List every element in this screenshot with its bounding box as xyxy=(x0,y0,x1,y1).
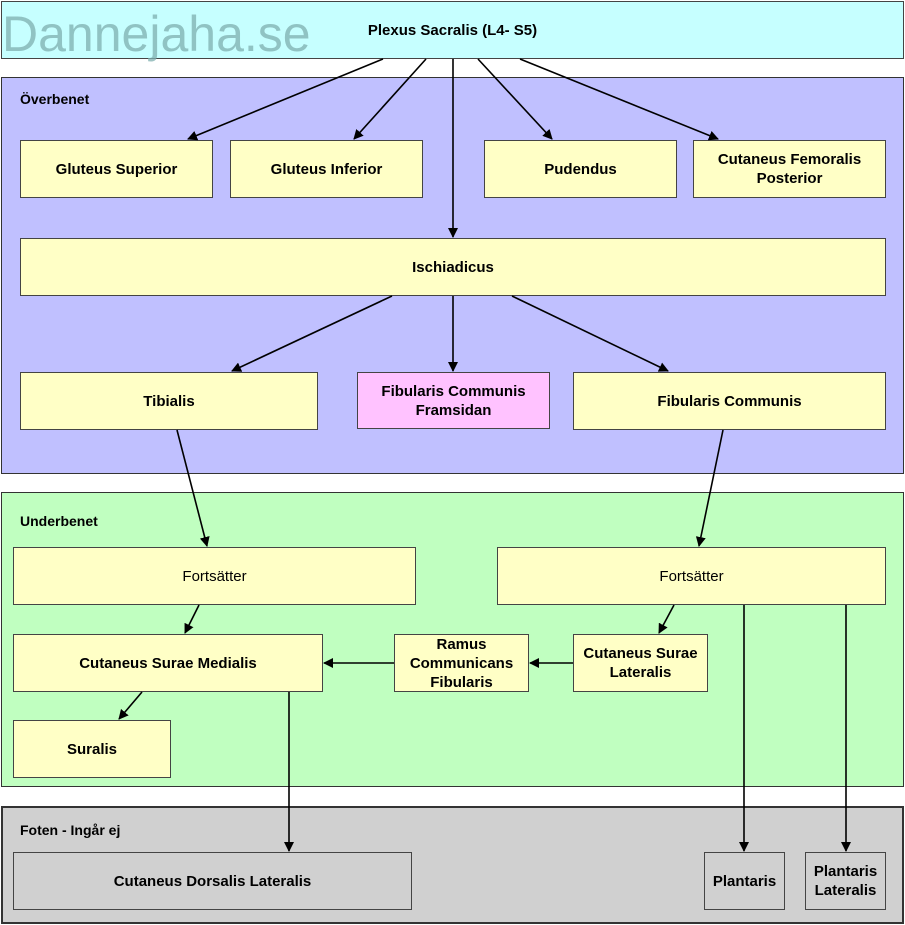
node-fibularis-communis: Fibularis Communis xyxy=(573,372,886,430)
node-pudendus: Pudendus xyxy=(484,140,677,198)
node-fibularis-communis-framsidan: Fibularis Communis Framsidan xyxy=(357,372,550,429)
node-cutaneus-surae-medialis: Cutaneus Surae Medialis xyxy=(13,634,323,692)
edge-medialis-suralis xyxy=(118,691,143,720)
node-cutaneus-surae-lateralis: Cutaneus Surae Lateralis xyxy=(573,634,708,692)
edge-plexus-gluteus-inferior xyxy=(353,58,427,140)
edge-fortsatter-right-lateralis xyxy=(658,604,675,634)
watermark-logo: Dannejaha.se xyxy=(2,6,311,62)
node-plantaris-lateralis: Plantaris Lateralis xyxy=(805,852,886,910)
edge-plexus-gluteus-superior xyxy=(187,58,384,141)
edge-fortsatter-left-medialis xyxy=(184,604,200,634)
node-ramus-communicans-fibularis: Ramus Communicans Fibularis xyxy=(394,634,529,692)
edge-ischiadicus-fibularis-communis xyxy=(511,295,669,372)
edge-plexus-cutaneus-femoralis xyxy=(519,58,719,141)
node-suralis: Suralis xyxy=(13,720,171,778)
node-plantaris: Plantaris xyxy=(704,852,785,910)
node-tibialis: Tibialis xyxy=(20,372,318,430)
node-gluteus-inferior: Gluteus Inferior xyxy=(230,140,423,198)
node-fortsatter-left: Fortsätter xyxy=(13,547,416,605)
node-gluteus-superior: Gluteus Superior xyxy=(20,140,213,198)
node-cutaneus-femoralis-posterior: Cutaneus Femoralis Posterior xyxy=(693,140,886,198)
node-ischiadicus: Ischiadicus xyxy=(20,238,886,296)
edge-plexus-pudendus xyxy=(477,58,553,140)
edge-tibialis-fortsatter xyxy=(176,429,210,547)
node-cutaneus-dorsalis-lateralis: Cutaneus Dorsalis Lateralis xyxy=(13,852,412,910)
region-underbenet-label: Underbenet xyxy=(20,513,98,529)
edge-fibularis-fortsatter xyxy=(695,429,724,547)
region-foten-label: Foten - Ingår ej xyxy=(20,822,121,838)
edge-ischiadicus-tibialis xyxy=(231,295,393,372)
node-fortsatter-right: Fortsätter xyxy=(497,547,886,605)
node-plexus-sacralis: Plexus Sacralis (L4- S5) xyxy=(1,1,904,59)
region-overbenet-label: Överbenet xyxy=(20,91,90,107)
